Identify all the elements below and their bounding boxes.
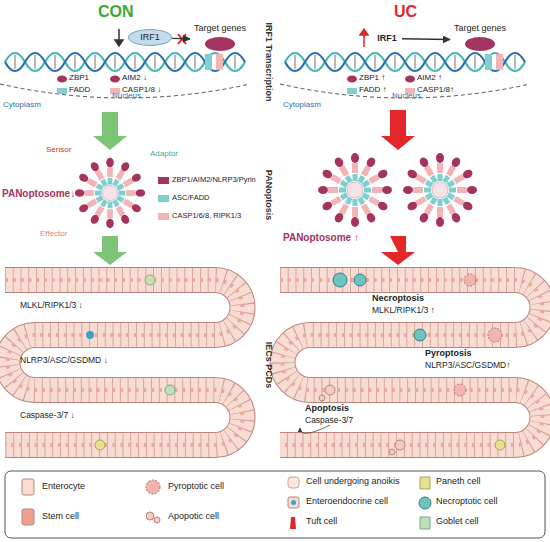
text-label: ZBP1 [69,74,89,83]
legend-text: Paneth cell [436,477,481,487]
legend-swatch [158,177,169,184]
legend-swatch [158,213,169,220]
legend-icons [22,477,431,529]
text-label: Adaptor [150,150,178,159]
gene-oval [205,37,235,51]
text-label: CON [98,3,134,21]
text-label: MLKL/RIPK1/3 ↑ [372,306,435,315]
text-label: IRF1 Transcription [263,22,273,101]
connector-arrow [172,38,190,40]
text-label: IECs PCDs [263,342,273,389]
text-label: Effector [40,230,67,239]
legend-text: Enterocyte [42,482,85,492]
gene-oval [465,37,495,51]
epithelium-con [5,275,243,450]
inhibit-cross [178,34,186,44]
panoptosome-con [75,158,145,228]
epithelium-uc [280,273,543,455]
legend-text: ASC/FADD [172,194,210,202]
text-label: PANoptosome↓ [2,188,75,199]
legend-text: Goblet cell [436,517,479,527]
connector-arrow [402,38,450,40]
text-label: PANoptosis [263,170,273,220]
factor-node: IRF1 [128,29,172,46]
level-arrow-down [115,29,123,46]
target-gene-node: Target genes [190,24,250,56]
target-gene-node: Target genes [450,24,510,56]
text-label: AIM2 ↑ [417,74,442,83]
legend-box [5,471,545,538]
legend-swatch [158,195,169,202]
text-label: Caspase-3/7 [305,416,353,425]
level-arrow-up [360,29,368,47]
text-label: PANoptosome ↑ [283,232,359,243]
factor-node: IRF1 [372,31,402,46]
panoptosome-uc [318,153,477,227]
text-label: MLKL/RIPK1/3 ↓ [20,301,83,310]
node-text: IRF1 [140,33,160,43]
legend-text: Stem cell [42,512,79,522]
legend-text: Cell undergoing anoikis [306,477,400,487]
text-label: Apoptosis [305,404,349,414]
text-label: FADD [69,86,90,95]
text-label: AIM2 ↓ [122,74,147,83]
node-text: IRF1 [377,34,397,44]
node-text: Target genes [194,24,246,34]
text-label: ZBP1 ↑ [359,74,385,83]
text-label: Necroptosis [372,294,424,304]
legend-text: Enteroendocrine cell [306,497,388,507]
text-label: Caspase-3/7 ↓ [20,411,75,420]
legend-text: Apopotic cell [168,512,219,522]
text-label: Nucleus [392,92,421,101]
legend-text: Necroptotic cell [436,497,498,507]
legend-text: CASP1/6/8, RIPK1/3 [172,212,241,220]
legend-text: Pyroptotic cell [168,482,224,492]
text-label: Nucleus [112,92,141,101]
text-label: CASP1/8↑ [417,86,454,95]
apoptosis-pointer [300,425,330,433]
text-label: Sensor [46,146,71,155]
text-label: NLRP3/ASC/GSDMD ↓ [20,356,108,365]
text-label: Cytoplasm [3,101,41,110]
legend-text: Tuft cell [306,517,337,527]
text-label: Cytoplasm [283,101,321,110]
text-label: FADD ↑ [359,86,387,95]
text-label: UC [394,3,417,21]
node-text: Target genes [454,24,506,34]
text-label: Pyroptosis [425,349,472,359]
text-label: NLRP3/ASC/GSDMD↑ [425,361,511,370]
legend-text: ZBP1/AIM2/NLRP3/Pyrin [172,176,256,184]
